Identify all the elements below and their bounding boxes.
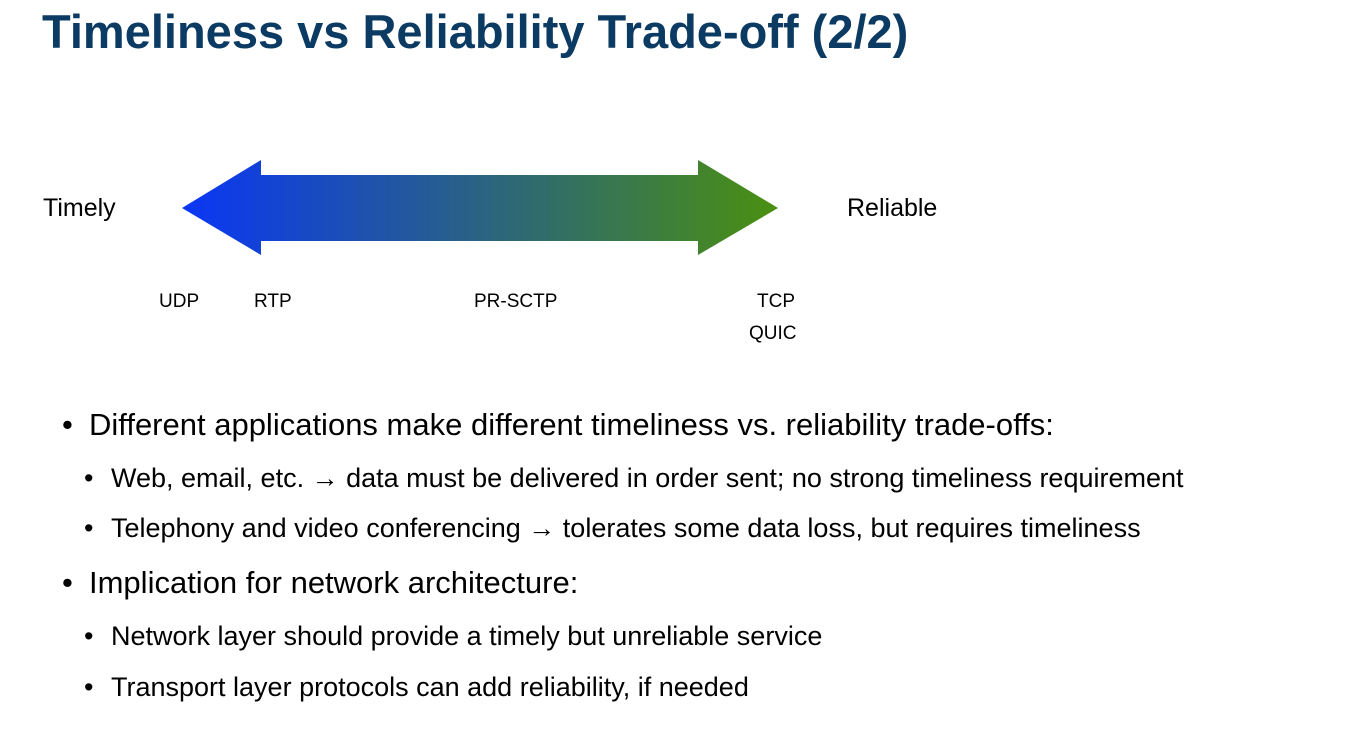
slide-title: Timeliness vs Reliability Trade-off (2/2…: [42, 5, 909, 58]
bullet-text: Network layer should provide a timely bu…: [111, 621, 823, 651]
bullet-marker: •: [62, 565, 73, 600]
bullet-text: Different applications make different ti…: [89, 407, 1054, 442]
protocol-udp: UDP: [159, 291, 200, 312]
protocol-rtp: RTP: [254, 291, 292, 312]
bullet-text: Telephony and video conferencing → toler…: [111, 513, 1141, 543]
bullet-marker: •: [62, 407, 73, 442]
reliable-label: Reliable: [847, 194, 938, 222]
protocol-quic: QUIC: [749, 323, 797, 344]
protocol-tcp: TCP: [757, 291, 795, 312]
bullet-marker: •: [84, 463, 94, 493]
timely-label: Timely: [43, 194, 116, 222]
protocol-pr-sctp: PR-SCTP: [474, 291, 558, 312]
bullet-text: Implication for network architecture:: [89, 565, 579, 600]
bullet-marker: •: [84, 672, 94, 702]
bullet-marker: •: [84, 513, 94, 543]
double-arrow-icon: [182, 160, 778, 255]
bullet-marker: •: [84, 621, 94, 651]
double-arrow-shape: [182, 160, 778, 255]
bullet-text: Web, email, etc. → data must be delivere…: [111, 463, 1184, 493]
bullet-text: Transport layer protocols can add reliab…: [111, 672, 749, 702]
